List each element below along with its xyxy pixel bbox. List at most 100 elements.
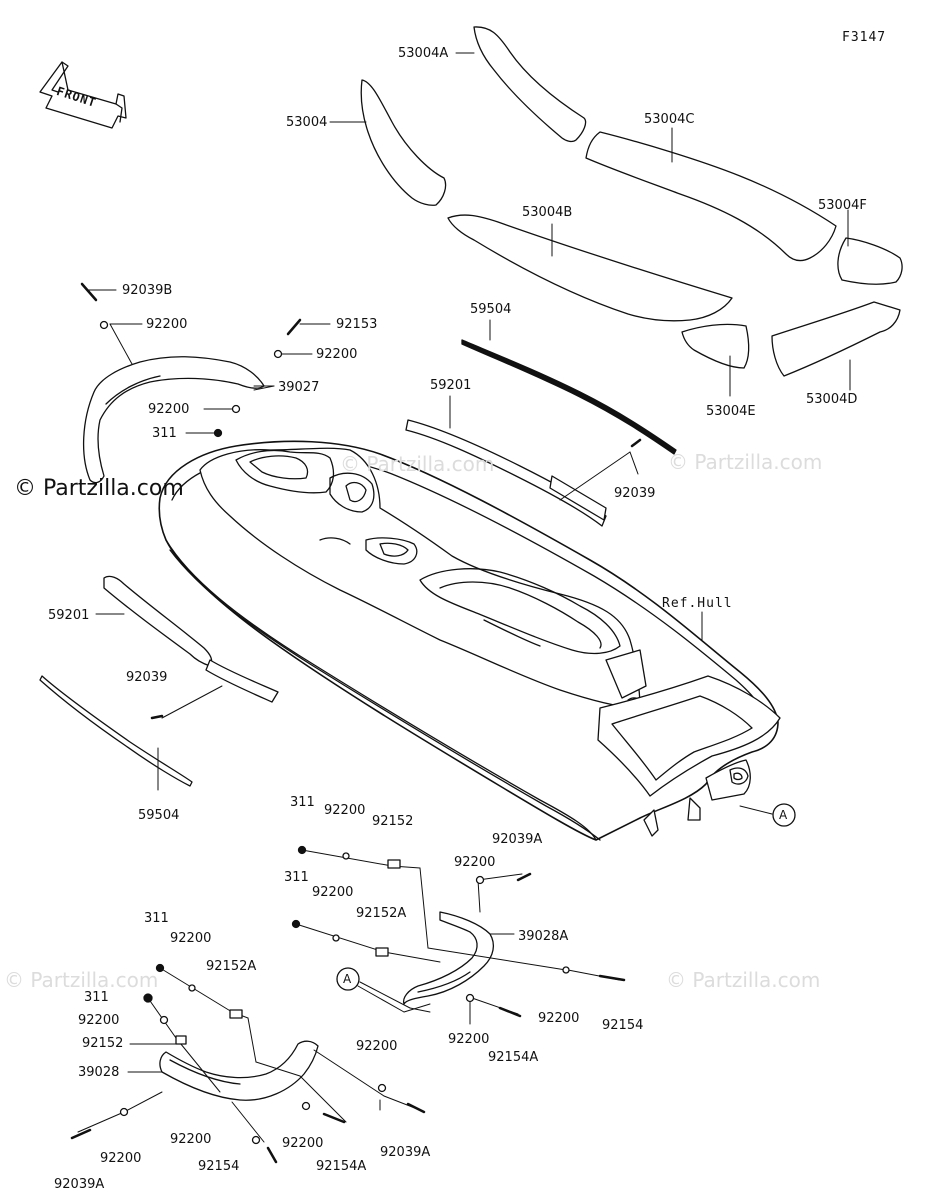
part-label: 92200 [170, 931, 212, 946]
hardware [70, 282, 642, 1164]
nut-311 [297, 845, 307, 855]
part-label: 311 [144, 911, 169, 926]
ref-marker-a-label: A [779, 808, 788, 822]
ref-hull-label: Ref.Hull [662, 596, 733, 611]
part-label: 92200 [100, 1151, 142, 1166]
nut-311 [143, 993, 153, 1003]
mat-53004B [447, 214, 733, 322]
washer-92200 [119, 1107, 129, 1117]
mat-53004D [771, 301, 901, 377]
part-label: 92200 [78, 1013, 120, 1028]
part-label: 92200 [324, 803, 366, 818]
bumper-39028-edge [169, 1059, 241, 1085]
bolt-92154A [322, 1112, 346, 1124]
part-label: 92152A [356, 906, 407, 921]
part-label: 92039A [54, 1177, 105, 1192]
part-label: 92200 [312, 885, 354, 900]
rivet-92039A [516, 872, 532, 882]
collar-92152 [387, 859, 401, 869]
part-label: 311 [152, 426, 177, 441]
rivet-92039A [406, 1102, 426, 1114]
part-label: 311 [284, 870, 309, 885]
part-label: 92200 [282, 1136, 324, 1151]
washer-92200 [465, 993, 475, 1003]
part-label: 311 [290, 795, 315, 810]
ref-marker-a [336, 967, 360, 991]
bumper-39027 [82, 356, 265, 484]
part-label: 53004 [286, 115, 328, 130]
strip-59201-left-end [205, 659, 279, 703]
mat-53004A [473, 26, 587, 143]
mat-53004E [681, 323, 750, 369]
part-label: 53004E [706, 404, 756, 419]
part-label: 53004F [818, 198, 867, 213]
strip-59201-top-end [549, 475, 607, 521]
bumper-39028A-edge [417, 971, 471, 993]
rivet-92153 [286, 318, 302, 336]
part-label: 92154 [198, 1159, 240, 1174]
part-label: 53004B [522, 205, 573, 220]
mat-53004 [360, 79, 447, 206]
partzilla-brand: © Partzilla.com [14, 476, 184, 501]
part-label: 59504 [138, 808, 180, 823]
part-label: 92200 [538, 1011, 580, 1026]
rivet-92039A [70, 1128, 92, 1140]
part-label: 92200 [448, 1032, 490, 1047]
washer-92200 [562, 966, 570, 974]
hull [158, 440, 781, 841]
part-label: 92200 [356, 1039, 398, 1054]
nut-311 [213, 428, 223, 438]
part-label: 92200 [316, 347, 358, 362]
watermark: © Partzilla.com [666, 968, 821, 992]
watermark: © Partzilla.com [4, 968, 159, 992]
washer-92200 [332, 934, 340, 942]
collar-92152A [375, 947, 389, 957]
part-label: 92154 [602, 1018, 644, 1033]
strip-59201-left [103, 575, 213, 667]
bolt-92154A [498, 1006, 522, 1018]
part-label: 92153 [336, 317, 378, 332]
bolt-92154 [598, 974, 626, 982]
part-label: 92039A [492, 832, 543, 847]
part-label: 39028A [518, 929, 569, 944]
mat-53004F [837, 237, 903, 285]
collar-92152A [229, 1009, 243, 1019]
washer-92200 [377, 1083, 387, 1093]
watermark: © Partzilla.com [668, 450, 823, 474]
nut-311 [155, 963, 165, 973]
watermark: © Partzilla.com [340, 452, 495, 476]
part-label: 92154A [316, 1159, 367, 1174]
part-label: 59201 [430, 378, 472, 393]
part-label: 311 [84, 990, 109, 1005]
bumper-39028A [402, 911, 495, 1005]
part-label: 39028 [78, 1065, 120, 1080]
bumper-39028 [159, 1040, 319, 1101]
part-label: 39027 [278, 380, 320, 395]
part-label: 53004D [806, 392, 858, 407]
part-label: 53004C [644, 112, 695, 127]
part-label: 92039B [122, 283, 173, 298]
figure-code: F3147 [842, 30, 887, 45]
nut-311 [291, 919, 301, 929]
part-label: 92152A [206, 959, 257, 974]
part-label: 59504 [470, 302, 512, 317]
front-arrow-icon [39, 61, 127, 129]
part-label: 92039 [614, 486, 656, 501]
part-label: 92200 [454, 855, 496, 870]
part-label: 92152 [372, 814, 414, 829]
washer-92200 [251, 1135, 261, 1145]
part-label: 92039 [126, 670, 168, 685]
strip-59201-top [405, 419, 607, 527]
strip-59504-top [461, 339, 677, 455]
collar-92152 [175, 1035, 187, 1045]
rivet-92039B [80, 282, 98, 302]
rivet-92039 [150, 714, 164, 720]
part-label: 92200 [170, 1132, 212, 1147]
part-label: 92200 [146, 317, 188, 332]
ref-marker-a [772, 803, 796, 827]
rivet-92039 [630, 438, 642, 448]
part-label: 92152 [82, 1036, 124, 1051]
washer-92200 [231, 404, 241, 414]
